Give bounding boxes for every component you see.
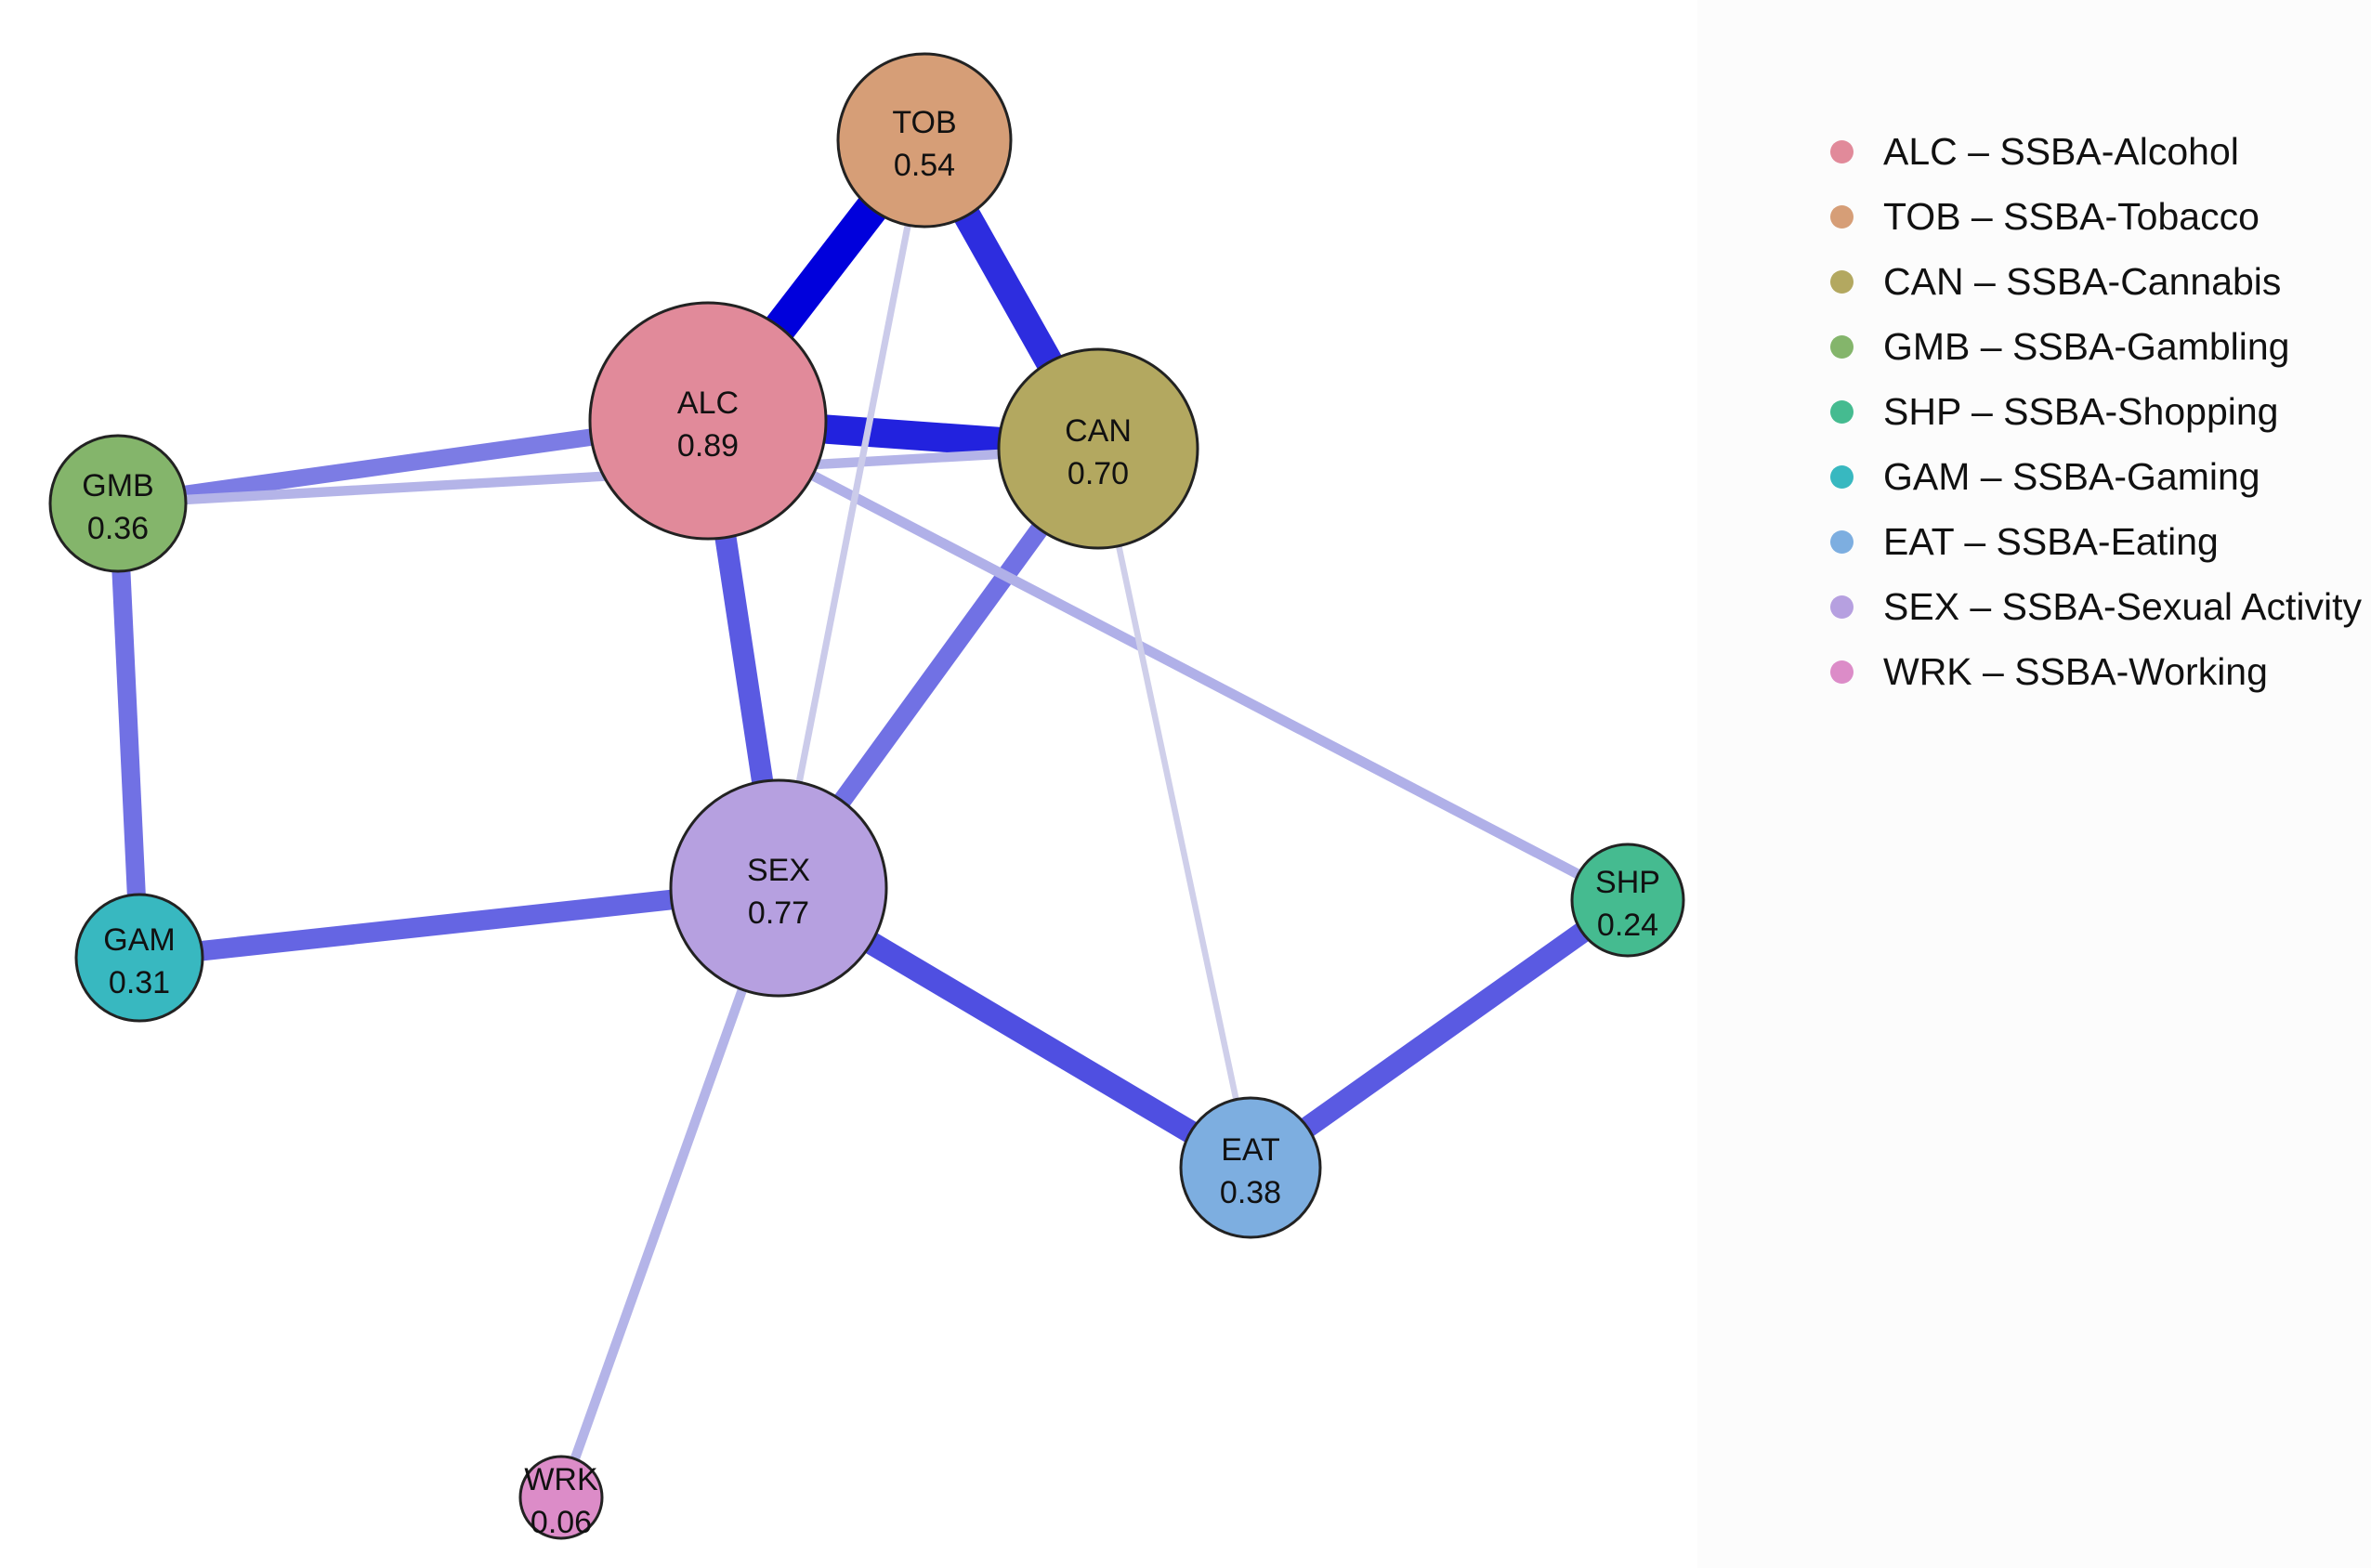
node-value: 0.54 bbox=[894, 148, 955, 183]
node-circle bbox=[518, 1455, 604, 1540]
legend-dot-icon bbox=[1830, 595, 1854, 619]
legend-item: GAM – SSBA-Gaming bbox=[1821, 444, 2362, 509]
node-label: ALC bbox=[677, 385, 739, 421]
node-value: 0.36 bbox=[87, 511, 149, 546]
node-value: 0.24 bbox=[1597, 908, 1658, 943]
node-circle bbox=[836, 52, 1013, 229]
legend-label: WRK – SSBA-Working bbox=[1883, 649, 2268, 693]
legend-label: GMB – SSBA-Gambling bbox=[1883, 324, 2290, 368]
legend-dot-icon bbox=[1830, 139, 1854, 163]
legend-label: ALC – SSBA-Alcohol bbox=[1883, 129, 2239, 173]
node-circle bbox=[1570, 843, 1685, 958]
legend-label: GAM – SSBA-Gaming bbox=[1883, 454, 2260, 498]
node-label: SHP bbox=[1595, 865, 1660, 900]
legend-label: SEX – SSBA-Sexual Activity bbox=[1883, 584, 2363, 628]
legend-item: ALC – SSBA-Alcohol bbox=[1821, 119, 2362, 184]
node-label: EAT bbox=[1221, 1132, 1280, 1168]
node-label: GMB bbox=[82, 468, 153, 503]
node-sex: SEX 0.77 bbox=[669, 778, 888, 998]
legend-dot-icon bbox=[1830, 529, 1854, 554]
legend-label: TOB – SSBA-Tobacco bbox=[1883, 194, 2260, 238]
node-value: 0.31 bbox=[109, 965, 170, 1000]
legend-item: TOB – SSBA-Tobacco bbox=[1821, 184, 2362, 249]
node-eat: EAT 0.38 bbox=[1179, 1096, 1322, 1239]
edge-tob-sex bbox=[775, 139, 928, 889]
node-value: 0.06 bbox=[531, 1505, 592, 1540]
legend-dot-icon bbox=[1830, 660, 1854, 684]
legend-label: SHP – SSBA-Shopping bbox=[1883, 389, 2279, 433]
node-value: 0.77 bbox=[748, 895, 809, 931]
node-label: TOB bbox=[892, 105, 956, 140]
legend-label: CAN – SSBA-Cannabis bbox=[1883, 259, 2282, 303]
node-circle bbox=[997, 347, 1199, 550]
legend-dot-icon bbox=[1830, 269, 1854, 294]
edge-alc-shp bbox=[705, 416, 1631, 905]
legend-item: SHP – SSBA-Shopping bbox=[1821, 379, 2362, 444]
legend-dot-icon bbox=[1830, 204, 1854, 229]
legend-dot-icon bbox=[1830, 399, 1854, 424]
node-label: CAN bbox=[1065, 413, 1132, 449]
node-label: GAM bbox=[103, 922, 175, 958]
node-circle bbox=[74, 893, 204, 1023]
node-value: 0.89 bbox=[677, 428, 739, 464]
node-tob: TOB 0.54 bbox=[836, 52, 1013, 229]
legend-panel bbox=[1697, 0, 2371, 1568]
legend-label: EAT – SSBA-Eating bbox=[1883, 519, 2219, 563]
node-circle bbox=[48, 434, 188, 573]
legend-item: GMB – SSBA-Gambling bbox=[1821, 314, 2362, 379]
node-gam: GAM 0.31 bbox=[74, 893, 204, 1023]
node-can: CAN 0.70 bbox=[997, 347, 1199, 550]
node-value: 0.70 bbox=[1068, 456, 1129, 491]
edge-eat-shp bbox=[1244, 891, 1634, 1177]
node-gmb: GMB 0.36 bbox=[48, 434, 188, 573]
legend-item: CAN – SSBA-Cannabis bbox=[1821, 249, 2362, 314]
legend-dot-icon bbox=[1830, 464, 1854, 489]
node-label: WRK bbox=[524, 1462, 598, 1497]
legend-item: WRK – SSBA-Working bbox=[1821, 639, 2362, 704]
edge-can-eat bbox=[1094, 448, 1254, 1169]
node-alc: ALC 0.89 bbox=[588, 301, 828, 541]
node-wrk: WRK 0.06 bbox=[518, 1455, 604, 1540]
node-shp: SHP 0.24 bbox=[1570, 843, 1685, 958]
node-circle bbox=[1179, 1096, 1322, 1239]
node-label: SEX bbox=[747, 853, 810, 888]
node-value: 0.38 bbox=[1220, 1175, 1281, 1210]
legend-item: SEX – SSBA-Sexual Activity bbox=[1821, 574, 2362, 639]
node-circle bbox=[669, 778, 888, 998]
legend-dot-icon bbox=[1830, 334, 1854, 359]
node-circle bbox=[588, 301, 828, 541]
legend-item: EAT – SSBA-Eating bbox=[1821, 509, 2362, 574]
edge-gmb-gam bbox=[109, 503, 149, 959]
